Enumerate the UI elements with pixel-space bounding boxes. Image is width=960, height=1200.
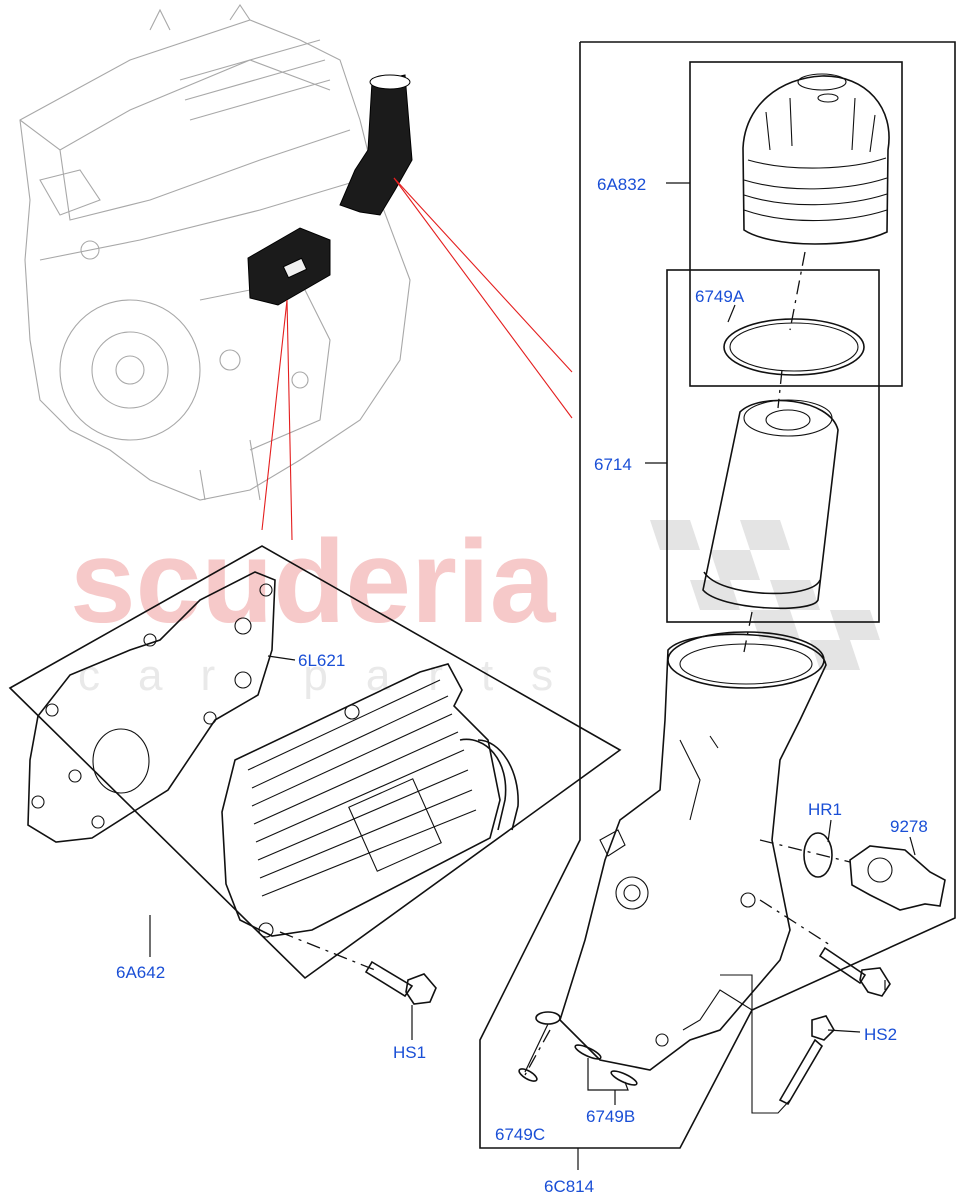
cap-group-frame — [689, 61, 903, 387]
hs2-connector-line — [720, 974, 791, 1114]
6c814-connector-line — [682, 989, 753, 1031]
leader-lines — [149, 182, 916, 1170]
reference-lines — [261, 177, 573, 541]
callout-6749b[interactable]: 6749B — [586, 1107, 635, 1126]
filter-cap — [742, 73, 890, 245]
engine-assembly-illustration — [19, 4, 411, 501]
callout-hs1[interactable]: HS1 — [393, 1043, 426, 1062]
axis-line-hs1 — [279, 931, 376, 971]
callout-hr1[interactable]: HR1 — [808, 800, 842, 819]
cooler-group-frame — [8, 545, 622, 980]
callout-6749a[interactable]: 6749A — [695, 287, 745, 306]
oil-cooler-6a642 — [221, 663, 519, 938]
callout-6a642[interactable]: 6A642 — [116, 963, 165, 982]
seal-hr1 — [803, 832, 833, 878]
axis-line-cap — [789, 251, 806, 331]
callout-labels: 6A832 6749A 6714 6L621 6A642 HS1 HR1 927… — [116, 175, 928, 1196]
watermark-brand: scuderia — [70, 516, 557, 648]
callout-6a832[interactable]: 6A832 — [597, 175, 646, 194]
filter-element — [702, 399, 839, 610]
callout-9278[interactable]: 9278 — [890, 817, 928, 836]
callout-hs2[interactable]: HS2 — [864, 1025, 897, 1044]
o-ring-6749a — [723, 318, 865, 376]
bolt-hs1 — [364, 960, 437, 1005]
callout-6c814[interactable]: 6C814 — [544, 1177, 594, 1196]
axis-line-hs2-upper — [759, 899, 831, 946]
callout-6714[interactable]: 6714 — [594, 455, 632, 474]
gasket-6l621 — [27, 571, 276, 843]
watermark-tagline: car parts — [78, 651, 591, 700]
axis-line-element — [777, 369, 783, 409]
element-group-frame — [666, 269, 880, 623]
axis-line-seals — [524, 1029, 551, 1076]
seals-6749 — [518, 1011, 638, 1086]
highlighted-cooler-on-engine — [247, 227, 331, 306]
housing-group-frame — [479, 41, 956, 1149]
highlighted-filter-housing-on-engine — [339, 74, 413, 216]
watermark-checker-icon — [650, 520, 880, 670]
oil-filter-housing — [559, 631, 827, 1071]
callout-6749c[interactable]: 6749C — [495, 1125, 545, 1144]
sensor-9278 — [849, 845, 946, 911]
callout-6l621[interactable]: 6L621 — [298, 651, 345, 670]
bolt-hs2-upper — [818, 946, 891, 997]
bolt-hs2-lower — [778, 1015, 835, 1106]
